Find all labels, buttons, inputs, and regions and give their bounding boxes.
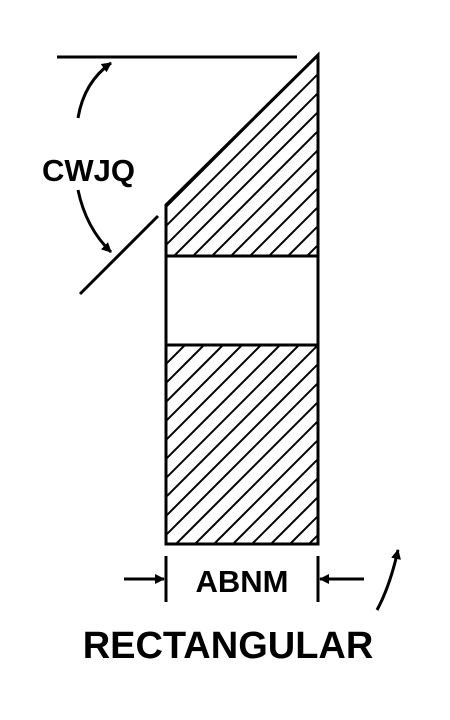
- angle-arc-lower: [76, 189, 113, 254]
- hatch-line: [166, 345, 205, 385]
- hatch-line: [268, 55, 318, 256]
- bevel-extension-line: [78, 214, 160, 296]
- hatch-line: [166, 345, 281, 461]
- hatch-line: [166, 345, 300, 480]
- hatch-line: [175, 400, 318, 544]
- hatch-line: [270, 495, 318, 544]
- hatch-line: [326, 55, 450, 256]
- hatch-line: [166, 345, 167, 347]
- hatch-line: [173, 55, 318, 256]
- hatch-line: [308, 533, 318, 544]
- hatch-line: [166, 345, 318, 499]
- shape-caption: RECTANGULAR: [83, 625, 374, 667]
- angle-arc-upper: [76, 61, 112, 119]
- lower-hatched-region: [0, 343, 450, 546]
- hatch-line: [230, 55, 318, 256]
- hatch-line: [213, 438, 318, 544]
- hatch-line: [192, 55, 318, 256]
- hatch-line: [166, 345, 262, 442]
- hatch-line: [166, 55, 318, 256]
- angle-label: CWJQ: [42, 153, 135, 188]
- hatch-line: [0, 345, 147, 544]
- hatch-line: [328, 345, 450, 544]
- caption-pointer-arrow: [375, 549, 401, 611]
- hatch-line: [166, 55, 318, 256]
- hatch-line: [166, 345, 186, 366]
- hatch-line: [232, 457, 318, 544]
- width-label: ABNM: [196, 564, 289, 599]
- hatch-line: [306, 55, 318, 256]
- hatch-line: [211, 55, 318, 256]
- center-slot: [164, 254, 320, 347]
- hatch-line: [166, 345, 224, 404]
- hatch-line: [166, 362, 318, 518]
- lower-region-outline: [164, 343, 320, 546]
- hatch-line: [249, 55, 318, 256]
- hatch-line: [166, 345, 243, 423]
- hatch-line: [194, 419, 318, 544]
- hatch-line: [166, 381, 318, 537]
- hatch-line: [251, 476, 318, 544]
